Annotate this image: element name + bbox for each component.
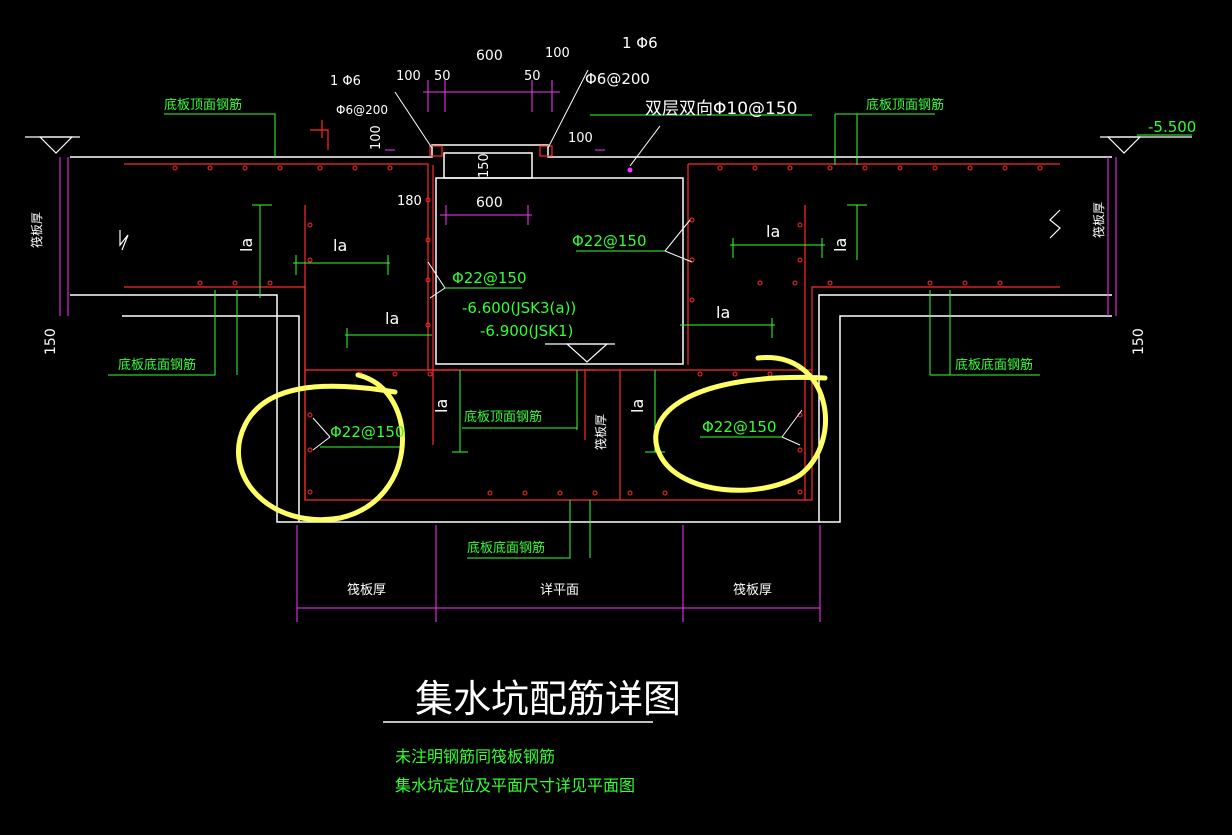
label-raft-thickness-right: 筏板厚 (1092, 202, 1106, 238)
note-2: 集水坑定位及平面尺寸详见平面图 (395, 776, 635, 795)
label-1phi6-left: 1 Φ6 (330, 74, 361, 89)
label-la-3: la (766, 222, 780, 241)
highlight-circle-left (236, 372, 405, 523)
dim-100-d: 100 (369, 125, 384, 150)
dim-180: 180 (397, 194, 422, 209)
leader-lines (312, 69, 803, 451)
note-1: 未注明钢筋同筏板钢筋 (395, 747, 555, 766)
elevation-markers (25, 136, 1192, 363)
dim-50-a: 50 (434, 69, 451, 84)
dim-50-b: 50 (524, 69, 541, 84)
label-phi22-upper-right: Φ22@150 (572, 232, 647, 250)
highlight-circle-right (653, 355, 828, 493)
dim-150-left: 150 (43, 328, 59, 355)
label-la-2: la (385, 309, 399, 328)
label-slab-top-rebar-center: 底板顶面钢筋 (464, 409, 542, 425)
label-pit-elev-1: -6.600(JSK3(a)) (462, 299, 576, 317)
dim-150-pit: 150 (477, 153, 492, 178)
label-double-layer: 双层双向Φ10@150 (645, 99, 797, 119)
dim-100-a: 100 (396, 69, 421, 84)
dim-100-c: 100 (568, 131, 593, 146)
label-raft-thickness-left: 筏板厚 (30, 212, 44, 248)
label-phi6-200-left: Φ6@200 (336, 103, 388, 117)
label-elevation: -5.500 (1148, 118, 1196, 136)
dim-100-b: 100 (545, 46, 570, 61)
label-1phi6-top: 1 Φ6 (622, 34, 658, 52)
dim-600-top: 600 (476, 48, 503, 64)
label-la-1: la (333, 236, 347, 255)
label-raft-thickness-bottom-right: 筏板厚 (733, 582, 772, 598)
hook-marks (310, 120, 329, 150)
dim-600-pit: 600 (476, 195, 503, 211)
label-la-4: la (716, 303, 730, 322)
label-phi6-200-top: Φ6@200 (585, 70, 650, 88)
rebar-lines (124, 145, 1060, 501)
label-la-v4: la (628, 399, 647, 413)
label-phi22-left: Φ22@150 (330, 423, 405, 441)
label-raft-thickness-center: 筏板厚 (594, 414, 608, 450)
dim-150-right: 150 (1131, 328, 1147, 355)
leader-dot (627, 167, 633, 173)
rebar-dots (172, 165, 1043, 496)
label-phi22-right: Φ22@150 (702, 418, 777, 436)
label-detail-plan: 详平面 (540, 583, 579, 598)
label-slab-top-rebar-left: 底板顶面钢筋 (164, 97, 242, 113)
highlight-annotations (236, 355, 828, 523)
concrete-outline (70, 144, 1112, 523)
dimension-lines (59, 80, 1117, 622)
label-slab-bottom-rebar-center: 底板底面钢筋 (467, 540, 545, 556)
label-phi22-pit: Φ22@150 (452, 269, 527, 287)
label-slab-bottom-rebar-right: 底板底面钢筋 (955, 357, 1033, 373)
label-la-v1: la (237, 238, 256, 252)
label-pit-elev-2: -6.900(JSK1) (480, 322, 573, 340)
label-slab-top-rebar-right: 底板顶面钢筋 (866, 97, 944, 113)
label-slab-bottom-rebar-left: 底板底面钢筋 (118, 357, 196, 373)
anchorage-dim-lines (108, 113, 1192, 559)
label-la-v2: la (831, 238, 850, 252)
label-raft-thickness-bottom-left: 筏板厚 (347, 582, 386, 598)
label-la-v3: la (432, 399, 451, 413)
page-title: 集水坑配筋详图 (415, 677, 681, 721)
